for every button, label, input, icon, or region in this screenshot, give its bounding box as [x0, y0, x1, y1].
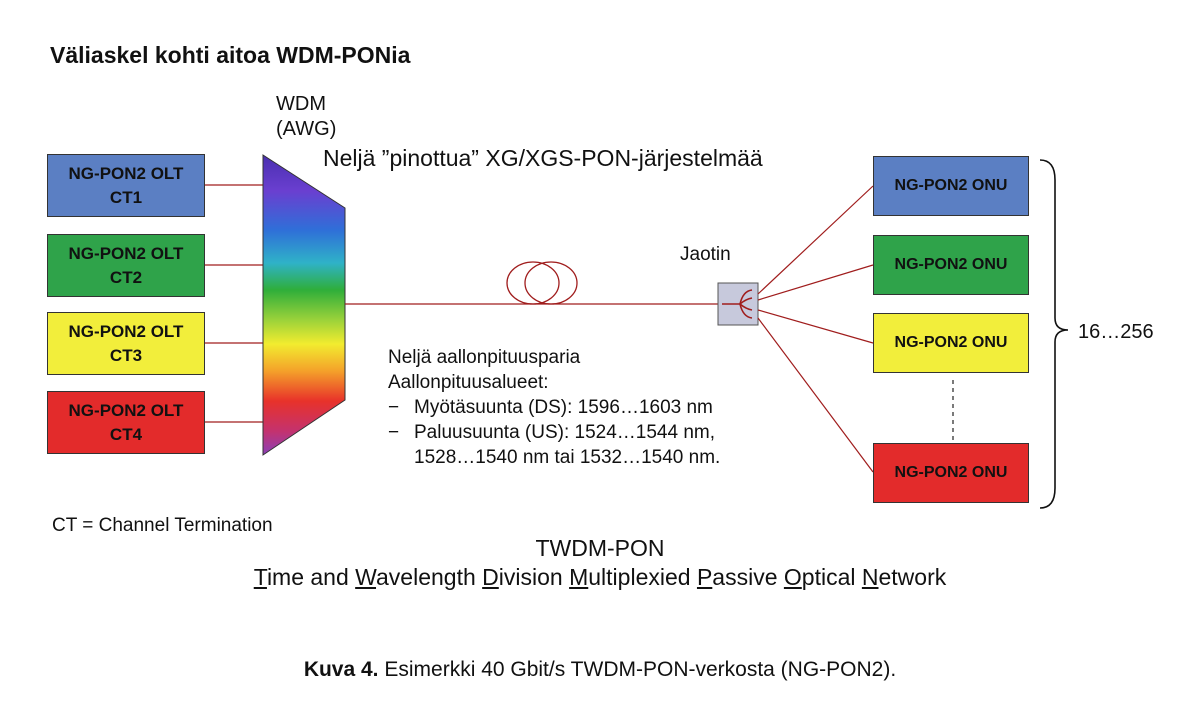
dash-bullet: − — [388, 397, 400, 418]
onu-link-1 — [757, 185, 874, 295]
olt-box-ct2: NG-PON2 OLT CT2 — [47, 234, 205, 297]
notes-line1: Neljä aallonpituusparia — [388, 347, 581, 368]
twdm-expansion: Time and Wavelength Division Multiplexie… — [0, 564, 1200, 591]
splitter-label: Jaotin — [680, 244, 731, 265]
initial: M — [569, 564, 589, 590]
onu-label: NG-PON2 ONU — [894, 256, 1008, 273]
onu-box-3: NG-PON2 ONU — [873, 313, 1029, 373]
onu-label: NG-PON2 ONU — [894, 464, 1008, 481]
wavelength-notes: Neljä aallonpituusparia Aallonpituusalue… — [388, 345, 720, 470]
initial: T — [253, 564, 267, 590]
notes-us-line2: 1528…1540 nm tai 1532…1540 nm. — [414, 447, 721, 468]
splitter-icon — [717, 282, 759, 326]
word-rest: ultiplexied — [588, 564, 697, 590]
word-rest: avelength — [376, 564, 483, 590]
olt-label-line2: CT4 — [109, 424, 143, 444]
caption-text: Esimerkki 40 Gbit/s TWDM-PON-verkosta (N… — [378, 658, 897, 681]
olt-label-line2: CT3 — [109, 345, 143, 365]
word-rest: ime and — [266, 564, 356, 590]
wdm-label-line2: (AWG) — [276, 118, 337, 140]
initial: N — [861, 564, 879, 590]
notes-line2: Aallonpituusalueet: — [388, 372, 549, 393]
ct-definition: CT = Channel Termination — [52, 515, 273, 536]
diagram-title: Väliaskel kohti aitoa WDM-PONia — [50, 42, 411, 68]
olt-label-line1: NG-PON2 OLT — [68, 321, 184, 341]
onu-count-range: 16…256 — [1078, 321, 1154, 343]
onu-label: NG-PON2 ONU — [894, 334, 1008, 351]
wdm-label: WDM (AWG) — [276, 92, 336, 142]
notes-us-item: − Paluusuunta (US): 1524…1544 nm, — [388, 420, 720, 445]
wdm-awg-multiplexer — [262, 154, 346, 456]
word-rest: assive — [712, 564, 784, 590]
initial: O — [783, 564, 802, 590]
initial: W — [355, 564, 377, 590]
olt-label-line2: CT2 — [109, 267, 143, 287]
olt-links — [205, 184, 264, 423]
onu-link-3 — [757, 309, 874, 344]
olt-label-line1: NG-PON2 OLT — [68, 163, 184, 183]
notes-us-line1: Paluusuunta (US): 1524…1544 nm, — [414, 422, 716, 443]
wdm-label-line1: WDM — [276, 93, 326, 115]
word-rest: ivision — [498, 564, 570, 590]
olt-label-line2: CT1 — [109, 187, 143, 207]
onu-box-4: NG-PON2 ONU — [873, 443, 1029, 503]
stacked-systems-label: Neljä ”pinottua” XG/XGS-PON-järjestelmää — [323, 145, 763, 171]
figure-caption: Kuva 4. Esimerkki 40 Gbit/s TWDM-PON-ver… — [0, 658, 1200, 682]
twdm-acronym: TWDM-PON — [535, 535, 665, 561]
olt-box-ct4: NG-PON2 OLT CT4 — [47, 391, 205, 454]
notes-ds-item: − Myötäsuunta (DS): 1596…1603 nm — [388, 395, 720, 420]
dash-bullet: − — [388, 422, 400, 443]
onu-label: NG-PON2 ONU — [894, 177, 1008, 194]
word-rest: ptical — [801, 564, 862, 590]
olt-box-ct1: NG-PON2 OLT CT1 — [47, 154, 205, 217]
notes-ds: Myötäsuunta (DS): 1596…1603 nm — [414, 397, 713, 418]
fiber-spool-icon — [506, 261, 578, 305]
initial: D — [482, 564, 499, 590]
olt-label-line1: NG-PON2 OLT — [68, 243, 184, 263]
onu-box-2: NG-PON2 ONU — [873, 235, 1029, 295]
initial: P — [696, 564, 713, 590]
olt-label-line1: NG-PON2 OLT — [68, 400, 184, 420]
onu-link-4 — [757, 317, 874, 473]
onu-links — [757, 185, 874, 473]
word-rest: etwork — [878, 564, 947, 590]
caption-label: Kuva 4. — [303, 658, 379, 681]
olt-box-ct3: NG-PON2 OLT CT3 — [47, 312, 205, 375]
onu-link-2 — [757, 264, 874, 301]
onu-group-brace — [1039, 159, 1069, 509]
onu-box-1: NG-PON2 ONU — [873, 156, 1029, 216]
